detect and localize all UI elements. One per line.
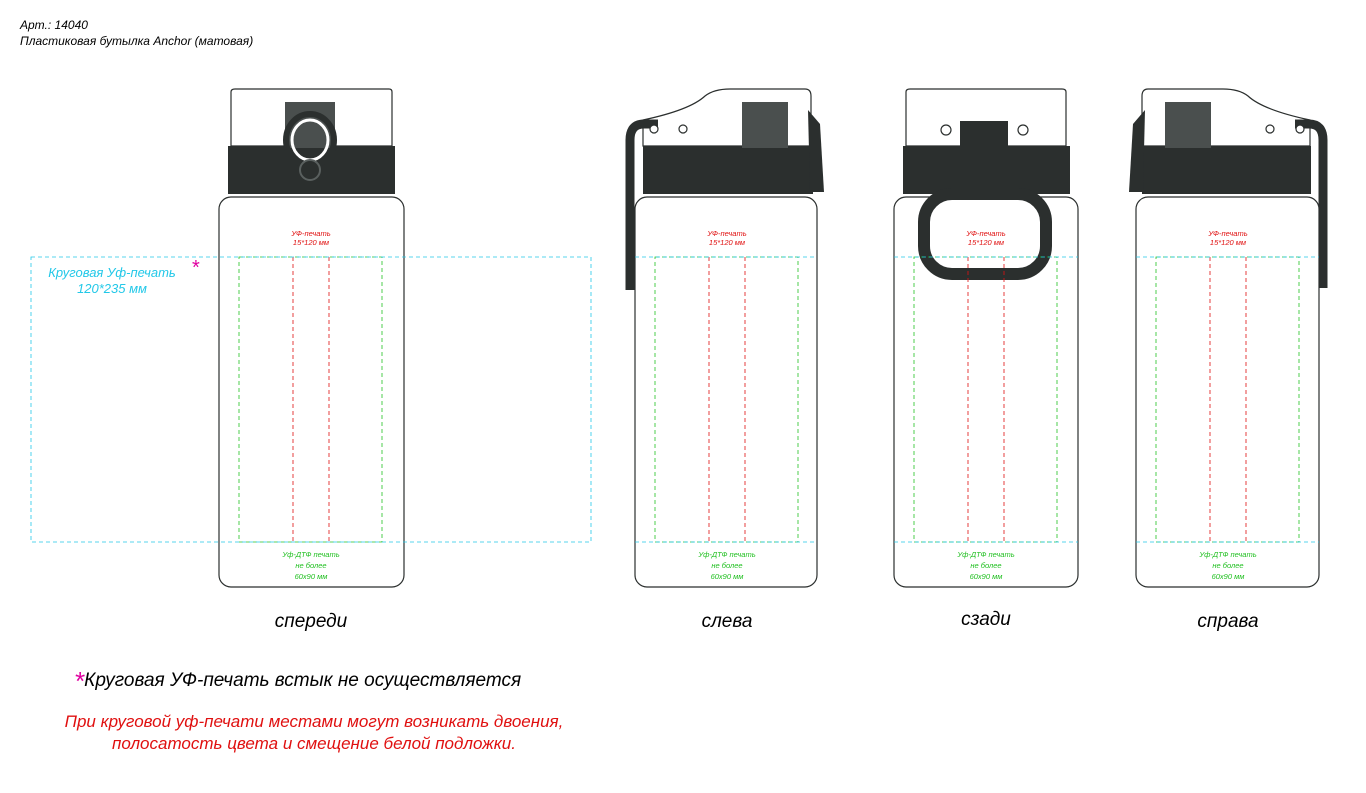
carry-handle (1295, 119, 1328, 288)
asterisk-mark: * (74, 666, 85, 696)
bottle-left-view: УФ-печать 15*120 мм Уф-ДТФ печать не бол… (625, 88, 824, 588)
warning-note: При круговой уф-печати местами могут воз… (24, 711, 604, 755)
hinge-pin (1295, 124, 1305, 134)
uv-label: УФ-печать (1207, 229, 1247, 238)
hinge-insert (285, 102, 335, 148)
dtf-guide-rect (238, 256, 383, 543)
hinge-pin (649, 124, 659, 134)
uv-label: УФ-печать (965, 229, 1005, 238)
dtf-size: 60x90 мм (1212, 572, 1245, 581)
circular-print-label: Круговая Уф-печать (48, 265, 176, 280)
uv-label: УФ-печать (706, 229, 746, 238)
no-seam-note: *Круговая УФ-печать встык не осуществляе… (74, 662, 522, 696)
article-number: Арт.: 14040 (20, 18, 88, 32)
uv-size: 15*120 мм (968, 238, 1004, 247)
carry-handle (918, 188, 1052, 280)
view-label-front: спереди (274, 611, 348, 632)
dtf-label: Уф-ДТФ печать (956, 550, 1014, 559)
view-label-left: слева (701, 611, 753, 632)
dtf-size: 60x90 мм (295, 572, 328, 581)
no-seam-text: Круговая УФ-печать встык не осуществляет… (84, 670, 522, 691)
uv-size: 15*120 мм (1210, 238, 1246, 247)
warning-line-2: полосатость цвета и смещение белой подло… (112, 734, 516, 753)
hinge-pin (299, 159, 321, 181)
uv-size: 15*120 мм (293, 238, 329, 247)
bottle-body (634, 196, 818, 588)
lid-latch (1129, 110, 1145, 192)
dtf-size: 60x90 мм (970, 572, 1003, 581)
dtf-limit: не более (970, 561, 1001, 570)
uv-size: 15*120 мм (709, 238, 745, 247)
hinge-insert (960, 121, 1008, 148)
dtf-size: 60x90 мм (711, 572, 744, 581)
view-label-right: справа (1197, 611, 1259, 632)
bottle-right-view: УФ-печать 15*120 мм Уф-ДТФ печать не бол… (1129, 88, 1328, 588)
dtf-limit: не более (295, 561, 326, 570)
lid-latch (808, 110, 824, 192)
bottle-body (1135, 196, 1320, 588)
bottle-collar (1142, 146, 1311, 194)
dtf-label: Уф-ДТФ печать (1198, 550, 1256, 559)
hinge-insert (742, 102, 788, 148)
circular-print-size: 120*235 мм (77, 281, 147, 296)
bottle-back-view: УФ-печать 15*120 мм Уф-ДТФ печать не бол… (893, 88, 1079, 588)
bottle-collar (643, 146, 813, 194)
hinge-insert (1165, 102, 1211, 148)
hinge-pin (1265, 124, 1275, 134)
hinge-pin (1017, 124, 1029, 136)
warning-line-1: При круговой уф-печати местами могут воз… (64, 712, 564, 731)
bottle-body (218, 196, 405, 588)
dtf-label: Уф-ДТФ печать (697, 550, 755, 559)
hinge-pin (678, 124, 688, 134)
carry-handle (625, 119, 658, 290)
dtf-limit: не более (711, 561, 742, 570)
view-label-back: сзади (961, 609, 1011, 630)
product-title: Пластиковая бутылка Anchor (матовая) (20, 34, 254, 48)
dtf-limit: не более (1212, 561, 1243, 570)
circular-print-area (30, 256, 592, 543)
asterisk-mark: * (192, 257, 200, 279)
hinge-pin (940, 124, 952, 136)
bottle-collar (903, 146, 1070, 194)
uv-label: УФ-печать (290, 229, 330, 238)
bottle-front-view: УФ-печать 15*120 мм Уф-ДТФ печать не бол… (218, 88, 405, 588)
dtf-label: Уф-ДТФ печать (281, 550, 339, 559)
